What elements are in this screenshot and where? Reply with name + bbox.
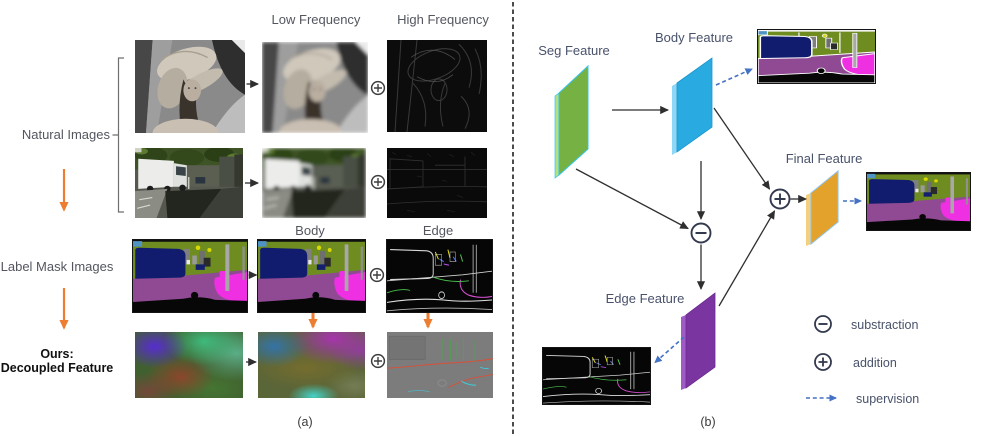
body-seg-preview-image	[757, 29, 876, 84]
natural-images-label: Natural Images	[21, 127, 110, 142]
supervision-body-arrow	[715, 68, 753, 86]
edge-mask-image	[386, 239, 493, 313]
arrow-body-to-plus	[713, 107, 771, 190]
minus-circle-icon	[690, 222, 712, 244]
body-mask-image	[257, 239, 366, 313]
legend-plus-circle-icon	[814, 353, 832, 371]
final-feature-slab	[806, 169, 839, 246]
plus-circle-icon	[369, 267, 385, 283]
supervision-arrows	[654, 68, 863, 402]
body-feature-slab	[672, 57, 713, 155]
label-mask-image	[132, 239, 248, 313]
high-frequency-label: High Frequency	[397, 12, 489, 27]
body-label: Body	[295, 223, 325, 238]
street-high-frequency-image	[387, 148, 487, 218]
edge-feature-label: Edge Feature	[605, 291, 685, 306]
legend-supervision-label: supervision	[856, 392, 920, 406]
plus-circle-icon	[370, 80, 386, 96]
final-feature-label: Final Feature	[785, 151, 863, 166]
street-low-frequency-image	[262, 148, 366, 218]
panel-b-arrows	[575, 105, 807, 307]
natural-image-street	[135, 148, 243, 218]
arrow-edge-to-plus	[718, 210, 776, 307]
plus-circle-icon	[769, 188, 791, 210]
panel-a-plus-icons	[369, 80, 386, 369]
body-feature-label: Body Feature	[654, 30, 734, 45]
decoupled-feature-image	[135, 332, 243, 398]
legend-minus-circle-icon	[814, 315, 832, 333]
ours-title-label: Decoupled Feature	[0, 361, 114, 375]
low-frequency-label: Low Frequency	[271, 12, 361, 27]
panel-a-arrows	[245, 79, 259, 367]
legend-subtraction-label: substraction	[851, 318, 919, 332]
arrow-seg-to-minus	[575, 168, 689, 230]
natural-image-lena	[135, 40, 245, 133]
seg-feature-label: Seg Feature	[538, 43, 610, 58]
edge-map-preview-image	[542, 347, 651, 405]
lena-low-frequency-image	[262, 42, 368, 133]
panel-a-caption: (a)	[297, 415, 313, 429]
ours-prefix-label: Ours:	[40, 347, 74, 361]
body-feature-visualization-image	[258, 332, 365, 398]
edge-label: Edge	[422, 223, 454, 238]
supervision-edge-arrow	[654, 336, 685, 364]
lena-high-frequency-image	[387, 40, 487, 132]
edge-feature-slab	[681, 292, 716, 390]
panel-b-caption: (b)	[700, 415, 716, 429]
legend-addition-label: addition	[853, 356, 897, 370]
edge-feature-visualization-image	[387, 332, 493, 398]
plus-circle-icon	[370, 353, 386, 369]
final-seg-preview-image	[866, 172, 971, 231]
plus-circle-icon	[370, 174, 386, 190]
seg-feature-slab	[554, 64, 589, 179]
natural-images-bracket	[112, 57, 124, 213]
label-mask-images-label: Label Mask Images	[0, 259, 114, 274]
